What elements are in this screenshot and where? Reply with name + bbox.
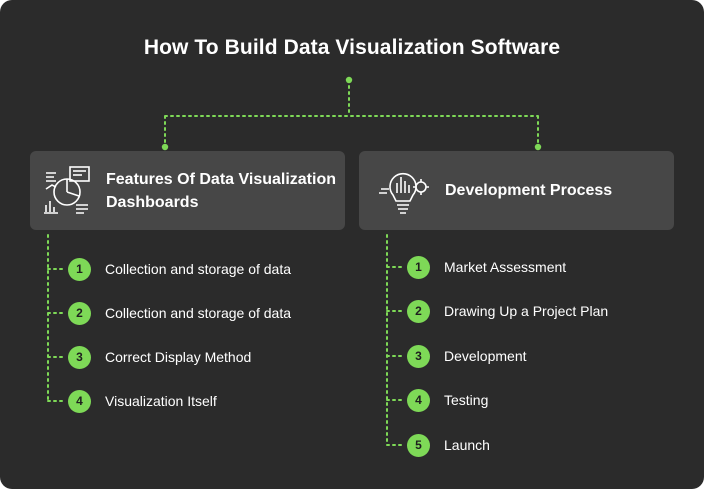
step-number-badge: 2: [68, 301, 91, 325]
features-card: Features Of Data Visualization Dashboard…: [30, 151, 345, 230]
step-number-badge: 1: [407, 255, 430, 279]
list-item: 4 Visualization Itself: [68, 389, 217, 413]
step-number-badge: 3: [407, 344, 430, 368]
process-card: Development Process: [359, 151, 674, 230]
step-number-badge: 5: [407, 433, 430, 457]
dashboard-charts-icon: [42, 165, 92, 222]
list-item: 1 Market Assessment: [407, 255, 566, 279]
step-number-badge: 1: [68, 257, 91, 281]
list-item: 4 Testing: [407, 388, 488, 412]
features-heading: Features Of Data Visualization Dashboard…: [106, 171, 336, 211]
process-heading: Development Process: [445, 182, 613, 199]
list-item: 1 Collection and storage of data: [68, 257, 291, 281]
list-item: 2 Collection and storage of data: [68, 301, 291, 325]
list-item-label: Correct Display Method: [105, 349, 252, 365]
list-item-label: Collection and storage of data: [105, 305, 292, 321]
step-number-badge: 3: [68, 345, 91, 369]
list-item: 3 Development: [407, 344, 527, 368]
list-item: 5 Launch: [407, 433, 490, 457]
list-item-label: Testing: [444, 392, 489, 408]
list-item-label: Drawing Up a Project Plan: [444, 303, 609, 319]
page-title: How To Build Data Visualization Software: [143, 36, 561, 59]
list-item-label: Development: [444, 348, 527, 364]
list-item-label: Launch: [444, 437, 490, 453]
list-item-label: Collection and storage of data: [105, 261, 292, 277]
list-item-label: Visualization Itself: [105, 393, 217, 409]
step-number-badge: 2: [407, 299, 430, 323]
list-item-label: Market Assessment: [444, 259, 567, 275]
list-item: 2 Drawing Up a Project Plan: [407, 299, 608, 323]
step-number-badge: 4: [68, 389, 91, 413]
list-item: 3 Correct Display Method: [68, 345, 251, 369]
step-number-badge: 4: [407, 388, 430, 412]
lightbulb-gear-icon: [377, 165, 431, 222]
